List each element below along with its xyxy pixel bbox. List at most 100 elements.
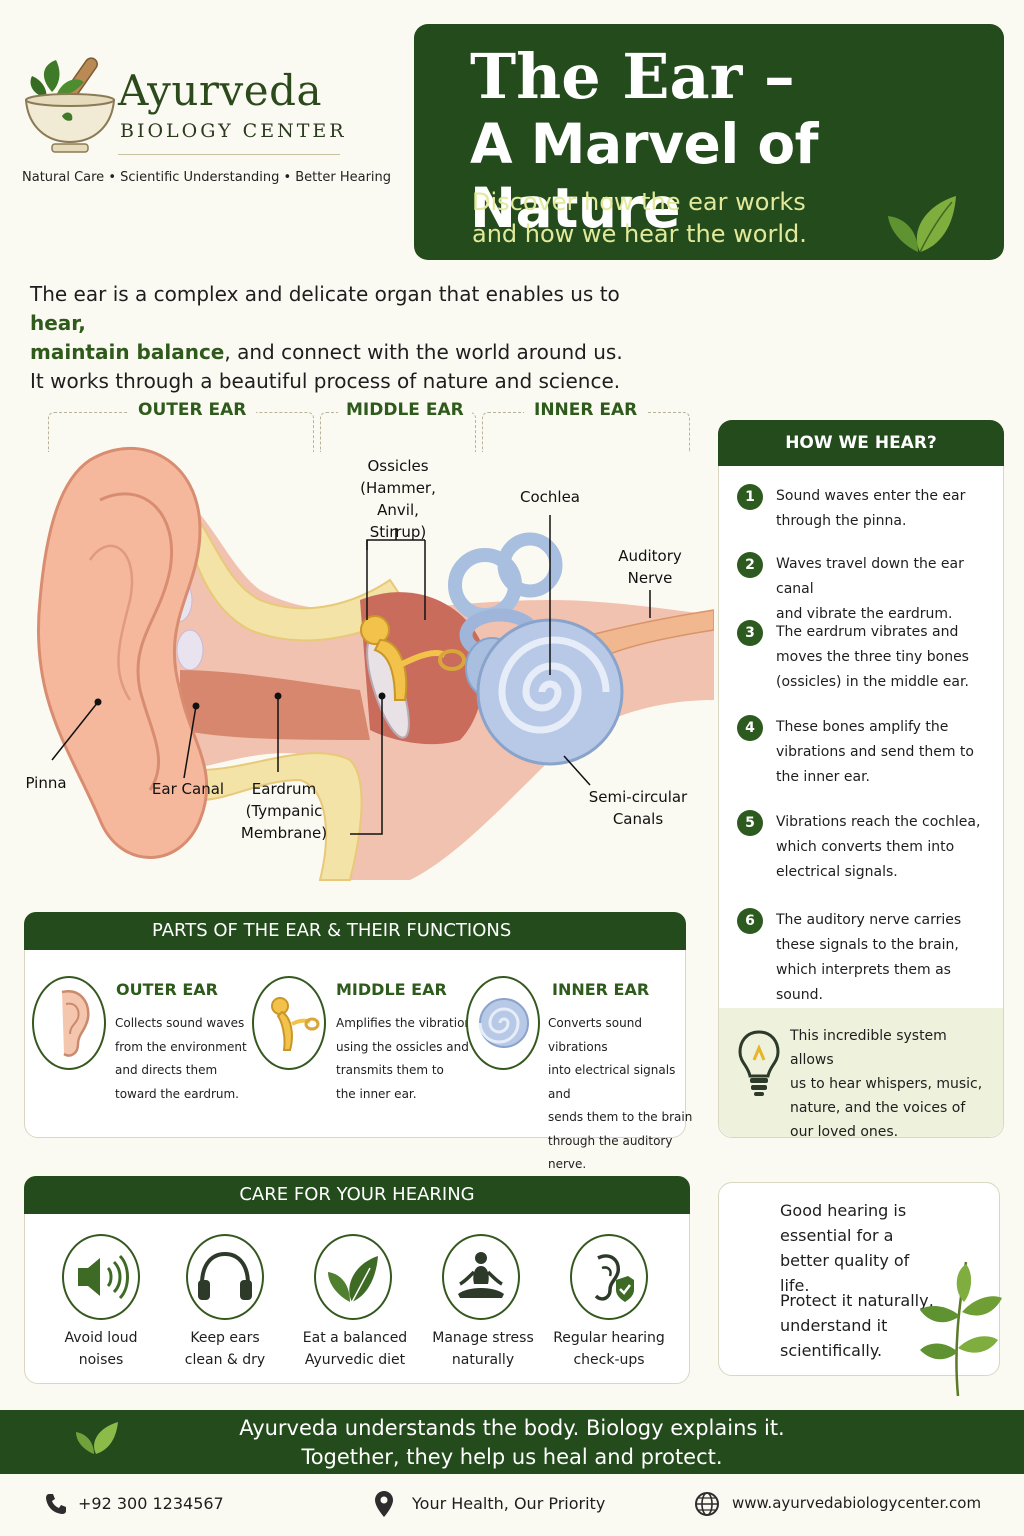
care-2-line-2: clean & dry [184,1352,266,1368]
hammer-bone [360,615,390,645]
footer-line-1: This incredible system allows [790,1028,947,1068]
part-inner-line-3: sends them to the brain [548,1110,693,1124]
care-3-line-1: Eat a balanced [302,1330,408,1346]
part-inner-line-4: through the auditory nerve. [548,1133,673,1172]
speaker-icon [62,1234,140,1320]
step-6-line-2: these signals to the brain, [776,937,959,953]
step-text-5: Vibrations reach the cochlea,which conve… [776,810,990,885]
how-we-hear-footer [719,1008,1003,1137]
phone-icon [46,1494,66,1514]
part-middle-line-4: the inner ear. [336,1086,417,1101]
label-semicircular-1: Semi-circular [588,788,688,806]
brand-divider [118,154,340,155]
mortar-pestle-logo [24,57,116,153]
step-2-line-1: Waves travel down the ear canal [776,556,964,597]
intro-highlight-balance: maintain balance [30,340,225,364]
label-ossicles-3: Stirrup) [369,523,427,541]
step-number-2: 2 [737,552,763,578]
intro-text-1: The ear is a complex and delicate organ … [30,282,620,306]
step-6-line-1: The auditory nerve carries [776,912,962,928]
footer-band [0,1410,1024,1474]
care-1-line-2: noises [78,1352,124,1368]
part-outer-text: Collects sound waves from the environmen… [115,1012,265,1106]
care-4-line-1: Manage stress [432,1330,534,1346]
footer-line-3: nature, and the voices of [790,1100,966,1116]
pinna [36,447,209,859]
intro-paragraph: The ear is a complex and delicate organ … [30,280,670,396]
good-hearing-text-1: Good hearing is essential for a better q… [780,1198,940,1298]
step-4-line-3: the inner ear. [776,769,870,785]
step-number-1: 1 [737,484,763,510]
label-eardrum: Eardrum (Tympanic Membrane) [236,778,332,844]
contact-phone[interactable]: +92 300 1234567 [78,1494,224,1513]
care-label-4: Manage stress naturally [418,1327,548,1371]
hero-subtitle: Discover how the ear works and how we he… [472,186,892,250]
good-1-line-3: better quality of life. [780,1251,910,1295]
hero-leaf-icon [888,196,956,253]
good-2-line-3: scientifically. [780,1341,883,1360]
inner-ear-icon [466,976,540,1070]
part-outer-line-3: and directs them [115,1063,218,1077]
section-middle-ear: MIDDLE EAR [338,400,472,420]
step-3-line-2: moves the three tiny bones [776,649,969,665]
good-2-line-1: Protect it naturally, [780,1291,934,1310]
label-eardrum-1: Eardrum [251,780,317,798]
intro-highlight-hear: hear, [30,311,86,335]
ear-canal-tube [180,670,370,740]
footer-line-2: us to hear whispers, music, [790,1076,983,1092]
care-3-line-2: Ayurvedic diet [304,1352,406,1368]
plant-sprig-icon [920,1261,1002,1397]
part-middle-line-2: using the ossicles and [336,1039,469,1054]
anvil-bone [373,638,408,701]
part-middle-title: MIDDLE EAR [336,980,447,999]
leaf-icon [314,1234,392,1320]
brand-name: Ayurveda [118,66,322,115]
care-2-line-1: Keep ears [190,1330,260,1346]
step-5-line-3: electrical signals. [776,864,898,880]
label-cochlea: Cochlea [520,488,580,506]
globe-icon [695,1492,719,1516]
part-outer-title: OUTER EAR [116,980,218,999]
ear-anatomy-illustration [36,447,714,881]
step-number-3: 3 [737,620,763,646]
good-1-line-1: Good hearing is [780,1201,907,1220]
lower-bone-band [199,752,363,881]
hero-subtitle-line1: Discover how the ear works [472,188,806,216]
part-middle-line-3: transmits them to [336,1063,444,1077]
how-we-hear-title: HOW WE HEAR? [718,420,1004,466]
care-5-line-2: check-ups [573,1352,645,1368]
part-middle-text: Amplifies the vibrations using the ossic… [336,1012,486,1106]
care-label-3: Eat a balanced Ayurvedic diet [290,1327,420,1371]
footer-line-4: our loved ones. [790,1124,899,1140]
headphones-icon [186,1234,264,1320]
step-3-line-1: The eardrum vibrates and [776,624,959,640]
part-outer-line-2: from the environment [115,1039,247,1054]
band-line-2: Together, they help us heal and protect. [301,1445,723,1469]
part-outer-line-4: toward the eardrum. [115,1086,239,1101]
label-ossicles-1: Ossicles [367,457,429,475]
good-2-line-2: understand it [780,1316,888,1335]
label-ossicles: Ossicles (Hammer, Anvil, Stirrup) [340,455,456,543]
part-outer-line-1: Collects sound waves [115,1016,245,1030]
step-1-line-2: through the pinna. [776,513,907,529]
care-5-line-1: Regular hearing [553,1330,665,1346]
care-1-line-1: Avoid loud [64,1330,138,1346]
step-5-line-2: which converts them into [776,839,955,855]
hero-title-line1: The Ear – [470,40,795,113]
step-2-line-2: and vibrate the eardrum. [776,606,953,622]
location-pin-icon [375,1491,393,1517]
care-4-line-2: naturally [451,1352,515,1368]
step-6-line-3: which interprets them as sound. [776,962,951,1003]
label-auditory-nerve-2: Nerve [627,569,673,587]
part-inner-line-1: Converts sound vibrations [548,1016,642,1054]
hero-subtitle-line2: and how we hear the world. [472,220,807,248]
part-inner-text: Converts sound vibrations into electrica… [548,1012,698,1177]
label-semicircular-2: Canals [612,810,664,828]
care-label-1: Avoid loud noises [36,1327,166,1371]
contact-website[interactable]: www.ayurvedabiologycenter.com [732,1494,982,1512]
part-inner-title: INNER EAR [552,980,650,999]
step-text-3: The eardrum vibrates and moves the three … [776,620,990,695]
step-text-2: Waves travel down the ear canal and vibra… [776,552,990,627]
brand-subtitle: BIOLOGY CENTER [120,120,347,142]
